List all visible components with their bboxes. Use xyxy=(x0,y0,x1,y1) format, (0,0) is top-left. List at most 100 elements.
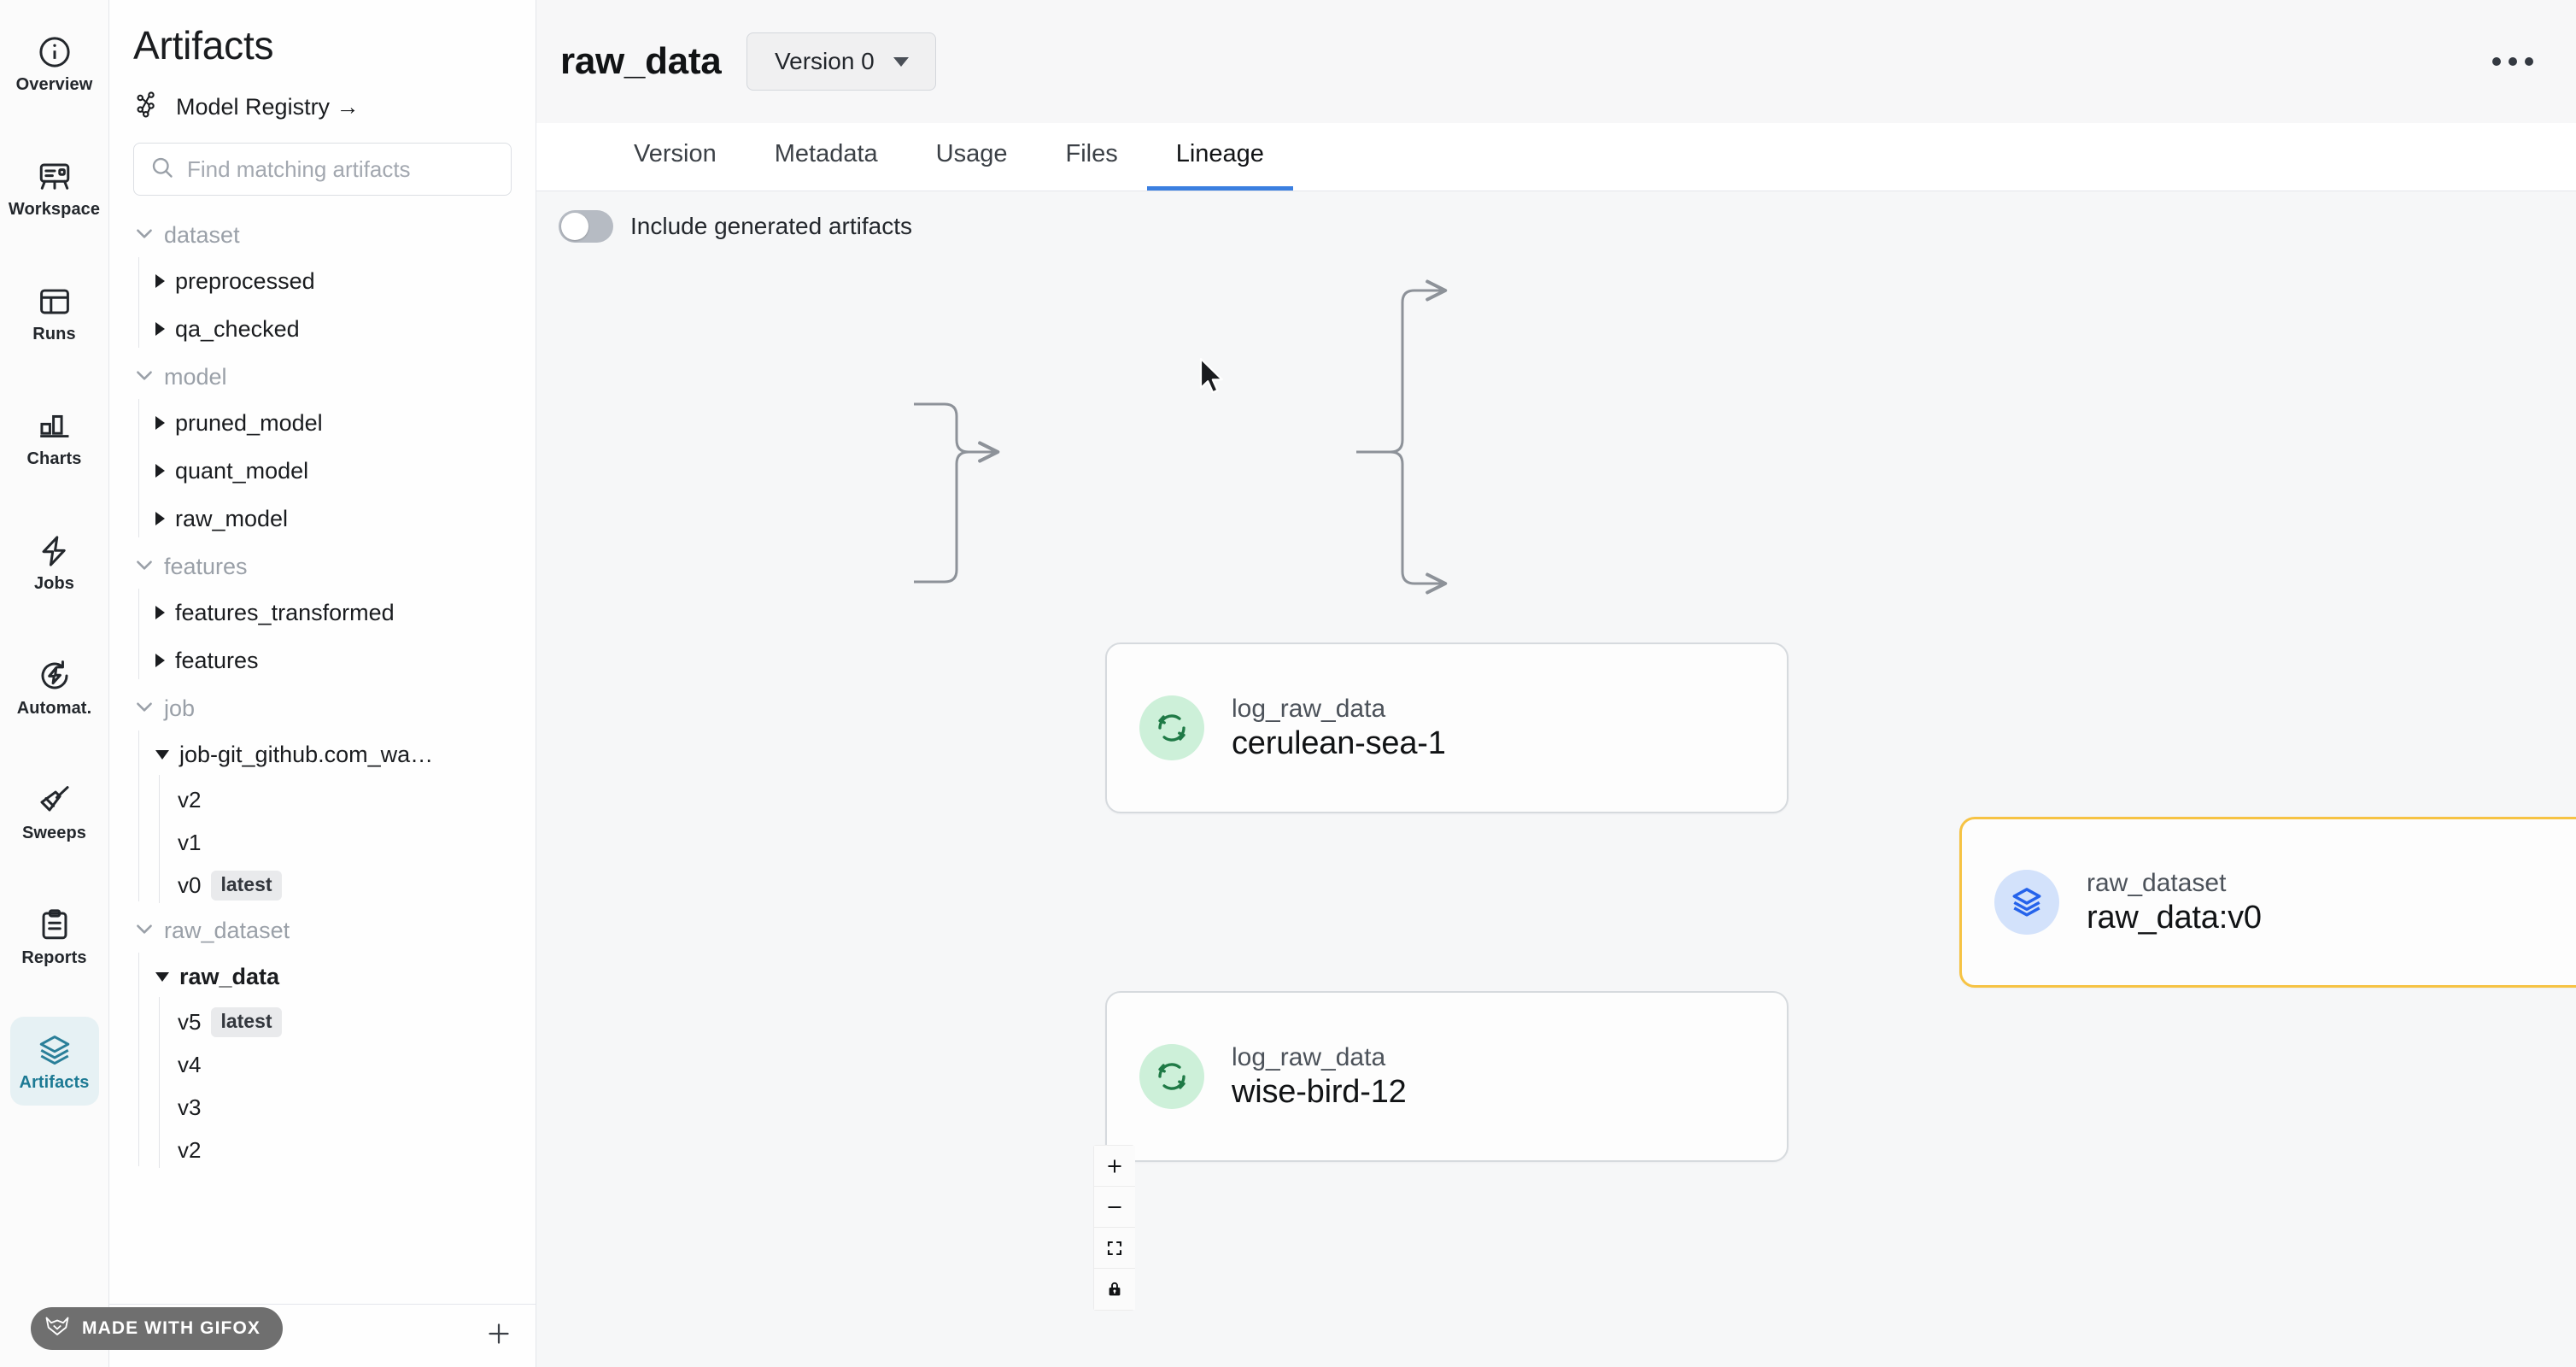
tree-group-header[interactable]: job xyxy=(133,686,536,730)
chevron-down-icon xyxy=(893,56,909,67)
tree-item[interactable]: qa_checked xyxy=(152,305,536,353)
tree-item[interactable]: preprocessed xyxy=(152,257,536,305)
tree-group-children: features_transformed features xyxy=(133,589,536,684)
tree-item[interactable]: quant_model xyxy=(152,447,536,495)
version-item[interactable]: v1 xyxy=(173,821,536,864)
version-label: v1 xyxy=(178,829,202,855)
canvas-zoom-controls xyxy=(1093,1145,1135,1311)
node-subtitle: raw_dataset xyxy=(2087,868,2227,897)
tree-group-header[interactable]: model xyxy=(133,355,536,399)
model-registry-link[interactable]: Model Registry → xyxy=(109,68,536,124)
lock-button[interactable] xyxy=(1094,1269,1135,1310)
fit-view-button[interactable] xyxy=(1094,1228,1135,1269)
rail-label: Runs xyxy=(32,324,76,343)
include-generated-toggle[interactable] xyxy=(559,210,613,243)
add-artifact-button[interactable] xyxy=(484,1319,513,1352)
node-text: log_raw_data cerulean-sea-1 xyxy=(1232,695,1446,762)
lineage-graph: log_raw_data cerulean-sea-1 log_raw_data xyxy=(536,191,2576,1367)
gifox-watermark-text: MADE WITH GIFOX xyxy=(82,1318,261,1338)
chevron-down-icon xyxy=(133,222,155,249)
sidebar-item-artifacts[interactable]: Artifacts xyxy=(9,1017,99,1106)
lineage-node-run[interactable]: log_raw_data cerulean-sea-1 xyxy=(1105,642,1789,813)
sidebar-item-reports[interactable]: Reports xyxy=(10,892,99,981)
version-selector[interactable]: Version 0 xyxy=(746,32,937,91)
caret-right-icon xyxy=(155,606,165,619)
tree-group-header[interactable]: features xyxy=(133,544,536,589)
sidebar-item-charts[interactable]: Charts xyxy=(10,393,99,482)
lineage-node-artifact-selected[interactable]: raw_dataset raw_data:v0 xyxy=(1959,817,2576,988)
zoom-in-button[interactable] xyxy=(1094,1146,1135,1187)
lineage-canvas[interactable]: Include generated artifacts xyxy=(536,191,2576,1367)
tree-group-label: features xyxy=(164,553,248,579)
tab-usage[interactable]: Usage xyxy=(907,122,1037,191)
layers-icon xyxy=(1994,870,2059,935)
version-label: v2 xyxy=(178,1136,202,1163)
version-item[interactable]: v2 xyxy=(173,778,536,821)
page-title: Artifacts xyxy=(133,23,274,67)
lineage-node-run[interactable]: log_raw_data wise-bird-12 xyxy=(1105,991,1789,1162)
tree-group-label: job xyxy=(164,695,196,721)
zoom-out-button[interactable] xyxy=(1094,1187,1135,1228)
bar-chart-icon xyxy=(37,408,73,444)
table-icon xyxy=(37,284,73,320)
chevron-down-icon xyxy=(133,554,155,580)
version-label: v5 xyxy=(178,1008,202,1035)
sidebar-item-workspace[interactable]: Workspace xyxy=(8,144,101,232)
sidebar-item-runs[interactable]: Runs xyxy=(10,268,99,357)
chevron-down-icon xyxy=(133,918,155,944)
tree-item-label: job-git_github.com_wa… xyxy=(179,741,434,767)
tree-item[interactable]: pruned_model xyxy=(152,399,536,447)
caret-right-icon xyxy=(155,654,165,667)
version-item[interactable]: v3 xyxy=(173,1086,536,1129)
ellipsis-icon xyxy=(2525,57,2533,66)
tree-group-header[interactable]: raw_dataset xyxy=(133,908,536,953)
rail-label: Automat. xyxy=(16,698,92,718)
tab-version[interactable]: Version xyxy=(605,122,746,191)
rail-label: Jobs xyxy=(33,573,75,593)
sidebar-item-jobs[interactable]: Jobs xyxy=(10,518,99,607)
sidebar-item-overview[interactable]: Overview xyxy=(10,19,99,108)
tree-item-label: quant_model xyxy=(175,457,309,484)
gifox-watermark: MADE WITH GIFOX xyxy=(31,1307,283,1350)
tree-group-header[interactable]: dataset xyxy=(133,213,536,257)
include-generated-label: Include generated artifacts xyxy=(630,213,912,239)
rail-label: Workspace xyxy=(8,199,101,219)
tab-files[interactable]: Files xyxy=(1036,122,1146,191)
node-text: raw_dataset raw_data:v0 xyxy=(2087,869,2262,936)
toggle-knob xyxy=(561,213,588,240)
tree-group-children: preprocessed qa_checked xyxy=(133,257,536,353)
tree-item-label: features xyxy=(175,647,259,673)
overflow-menu-button[interactable] xyxy=(2480,45,2545,78)
search-icon xyxy=(149,155,175,185)
node-subtitle: log_raw_data xyxy=(1232,1042,1386,1071)
tree-item-label: features_transformed xyxy=(175,599,395,625)
search-input[interactable] xyxy=(187,155,495,183)
run-refresh-icon xyxy=(1139,695,1204,760)
tree-group-label: model xyxy=(164,363,227,390)
sidebar-item-automations[interactable]: Automat. xyxy=(10,642,99,731)
search-artifacts-box[interactable] xyxy=(133,143,512,196)
include-generated-row: Include generated artifacts xyxy=(559,210,912,243)
tree-item[interactable]: features_transformed xyxy=(152,589,536,637)
tree-item[interactable]: raw_data xyxy=(152,953,536,1000)
version-tag-badge: latest xyxy=(211,870,282,901)
tree-item[interactable]: job-git_github.com_wa… xyxy=(152,730,536,778)
tab-metadata[interactable]: Metadata xyxy=(746,122,907,191)
tree-item[interactable]: raw_model xyxy=(152,495,536,543)
version-item[interactable]: v4 xyxy=(173,1043,536,1086)
sidebar-item-sweeps[interactable]: Sweeps xyxy=(10,767,99,856)
tree-item-label: preprocessed xyxy=(175,267,315,294)
tab-lineage[interactable]: Lineage xyxy=(1146,122,1293,191)
tree-item[interactable]: features xyxy=(152,637,536,684)
version-item[interactable]: v2 xyxy=(173,1129,536,1171)
tree-group-label: dataset xyxy=(164,221,240,248)
ellipsis-icon xyxy=(2509,57,2517,66)
info-circle-icon xyxy=(37,34,73,70)
rail-label: Charts xyxy=(26,449,82,468)
